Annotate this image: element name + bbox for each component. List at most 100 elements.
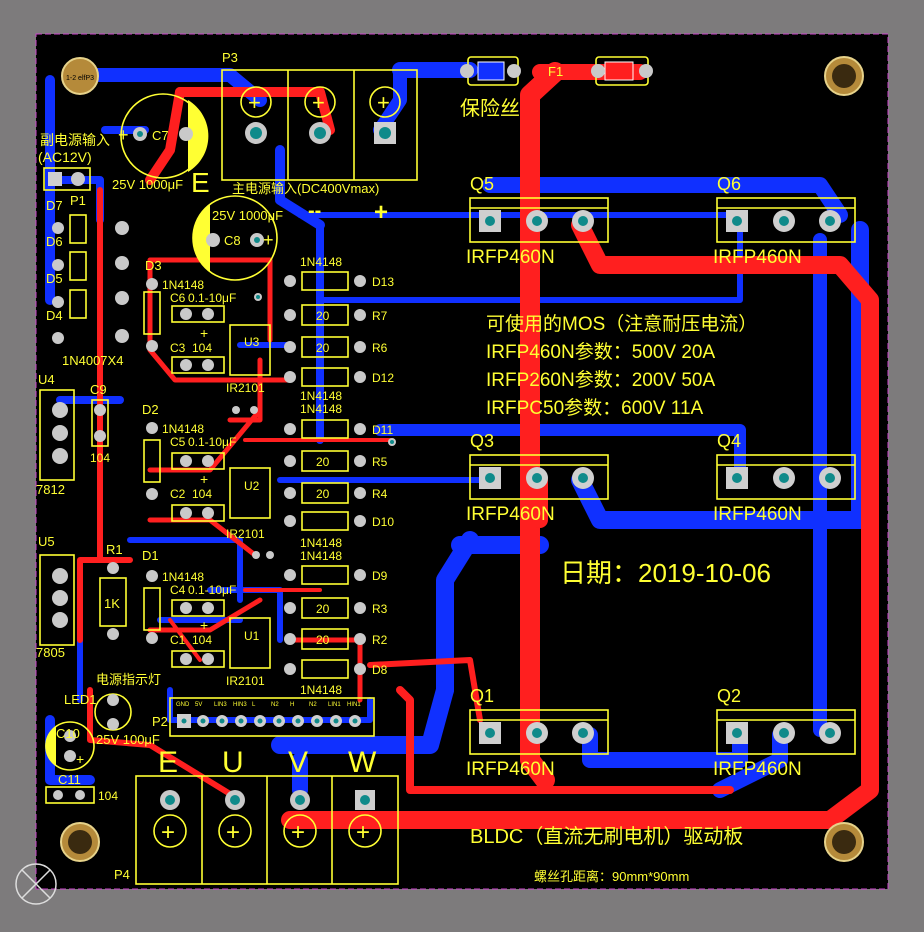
- d2-part: 1N4148: [162, 422, 204, 436]
- mosfet-ref: Q4: [717, 431, 741, 451]
- svg-text:+: +: [118, 125, 129, 145]
- c7-ref: C7: [152, 128, 169, 143]
- r6-value: 20: [316, 341, 330, 355]
- mosfet-part: IRFP460N: [466, 247, 555, 268]
- d9-part-label: 1N4148: [300, 549, 342, 563]
- capacitor-c11[interactable]: C11 104: [45, 772, 118, 804]
- resistor-r1[interactable]: R1 1K: [99, 542, 127, 640]
- c6-value: 0.1-10μF: [188, 291, 236, 305]
- regulator-u4[interactable]: U4 7812: [36, 372, 75, 497]
- r7-ref: R7: [372, 309, 388, 323]
- mosfet-ref: Q1: [470, 686, 494, 706]
- header-pin[interactable]: HIN1: [347, 702, 361, 727]
- header-pin[interactable]: GND: [176, 702, 191, 728]
- header-pin-label: N2: [309, 702, 317, 708]
- mosfet-group: Q5IRFP460NQ6IRFP460NQ3IRFP460NQ4IRFP460N…: [466, 174, 856, 780]
- regulator-u5[interactable]: U5 7805: [36, 534, 75, 660]
- r3-ref: R3: [372, 602, 388, 616]
- c10-value: 25V 100μF: [96, 732, 160, 747]
- mosfet-ref: Q2: [717, 686, 741, 706]
- d3-ref: D3: [145, 258, 162, 273]
- u2-part: IR2101: [226, 527, 265, 541]
- svg-text:+: +: [291, 819, 305, 846]
- top-copper-layer: [77, 62, 879, 829]
- u1-ref: U1: [244, 629, 260, 643]
- aux-power-label: 副电源输入: [40, 132, 110, 148]
- vias: [232, 293, 396, 559]
- u5-value: 7805: [36, 645, 65, 660]
- p4-ref: P4: [114, 867, 130, 882]
- d8-ref: D8: [372, 663, 388, 677]
- r6-ref: R6: [372, 341, 388, 355]
- svg-text:+: +: [248, 90, 261, 115]
- c2-value: 104: [192, 487, 212, 501]
- c5-value: 0.1-10μF: [188, 435, 236, 449]
- capacitor-c7[interactable]: + C7 25V 1000μF E: [112, 93, 210, 198]
- bridge-label: 1N4007X4: [62, 353, 123, 368]
- capacitor-c8[interactable]: + C8 25V 1000μF: [192, 195, 283, 281]
- mounting-holes: 1-2 elfP3: [60, 56, 864, 862]
- header-pin[interactable]: N2: [271, 702, 285, 727]
- svg-text:+: +: [356, 819, 370, 846]
- led1[interactable]: 电源指示灯 LED1: [64, 672, 161, 731]
- header-pin[interactable]: L: [252, 702, 266, 727]
- p2-ref: P2: [152, 714, 168, 729]
- fuse-f1[interactable]: F1 保险丝: [460, 56, 653, 120]
- e-top-label: E: [191, 167, 210, 198]
- capacitor-c9[interactable]: C9 104: [90, 382, 110, 465]
- header-pin[interactable]: LIN1: [328, 702, 342, 727]
- r2-value: 20: [316, 633, 330, 647]
- d13-part-label: 1N4148: [300, 255, 342, 269]
- led1-ref: LED1: [64, 692, 97, 707]
- mosfet-ref: Q6: [717, 174, 741, 194]
- board-outline: [35, 33, 889, 890]
- notes-line-4: IRFPC50参数：600V 11A: [486, 397, 704, 419]
- svg-text:+: +: [76, 751, 84, 767]
- mosfet-part: IRFP460N: [466, 759, 555, 780]
- u3-part: IR2101: [226, 381, 265, 395]
- c4-value: 0.1-10μF: [188, 583, 236, 597]
- notes-line-3: IRFP260N参数：200V 50A: [486, 369, 715, 391]
- capacitor-c10[interactable]: C10 25V 100μF +: [45, 721, 160, 771]
- gate-resistor-column: 1N4148 D13 20 R7 20 R6 D12 1N4148 1N4148…: [284, 255, 394, 697]
- origin-marker-icon: [15, 863, 57, 905]
- d11-ref: D11: [372, 423, 393, 437]
- c2-ref: C2: [170, 487, 186, 501]
- svg-text:+: +: [377, 90, 390, 115]
- d12-part-label: 1N4148: [300, 389, 342, 403]
- d11-part-label: 1N4148: [300, 402, 342, 416]
- c1-value: 104: [192, 633, 212, 647]
- header-pin[interactable]: HIN3: [233, 702, 247, 727]
- mosfet-part: IRFP460N: [713, 759, 802, 780]
- c8-value: 25V 1000μF: [212, 208, 283, 223]
- motor-output-terminal-p4[interactable]: E U V W + + + + P4: [114, 746, 399, 885]
- c9-ref: C9: [90, 382, 107, 397]
- c7-value: 25V 1000μF: [112, 177, 183, 192]
- main-power-terminal-p3[interactable]: P3 + + + 主电源输入(DC400Vmax) -- +: [221, 50, 418, 226]
- header-pin[interactable]: N2: [309, 702, 323, 727]
- header-pin-label: LIN3: [214, 702, 227, 708]
- gate-driver-channel-3: D3 1N4148 C6 0.1-10μF + C3 104 U3 IR2101: [143, 258, 271, 395]
- svg-text:+: +: [200, 471, 208, 487]
- header-pin[interactable]: 5V: [195, 702, 209, 727]
- d13-ref: D13: [372, 275, 394, 289]
- fuse-ref: F1: [548, 64, 563, 79]
- d8-part-label: 1N4148: [300, 683, 342, 697]
- svg-text:+: +: [200, 617, 208, 633]
- header-pin[interactable]: LIN3: [214, 702, 228, 727]
- d7-ref: D7: [46, 198, 63, 213]
- output-u-label: U: [222, 746, 244, 779]
- aux-power-section: 副电源输入 (AC12V) P1 D7 D6 D5 D4 1N4007X4: [38, 132, 129, 368]
- header-pin[interactable]: H: [290, 702, 304, 727]
- notes-line-1: 可使用的MOS（注意耐压电流）: [486, 313, 757, 335]
- d1-part: 1N4148: [162, 570, 204, 584]
- d5-ref: D5: [46, 271, 63, 286]
